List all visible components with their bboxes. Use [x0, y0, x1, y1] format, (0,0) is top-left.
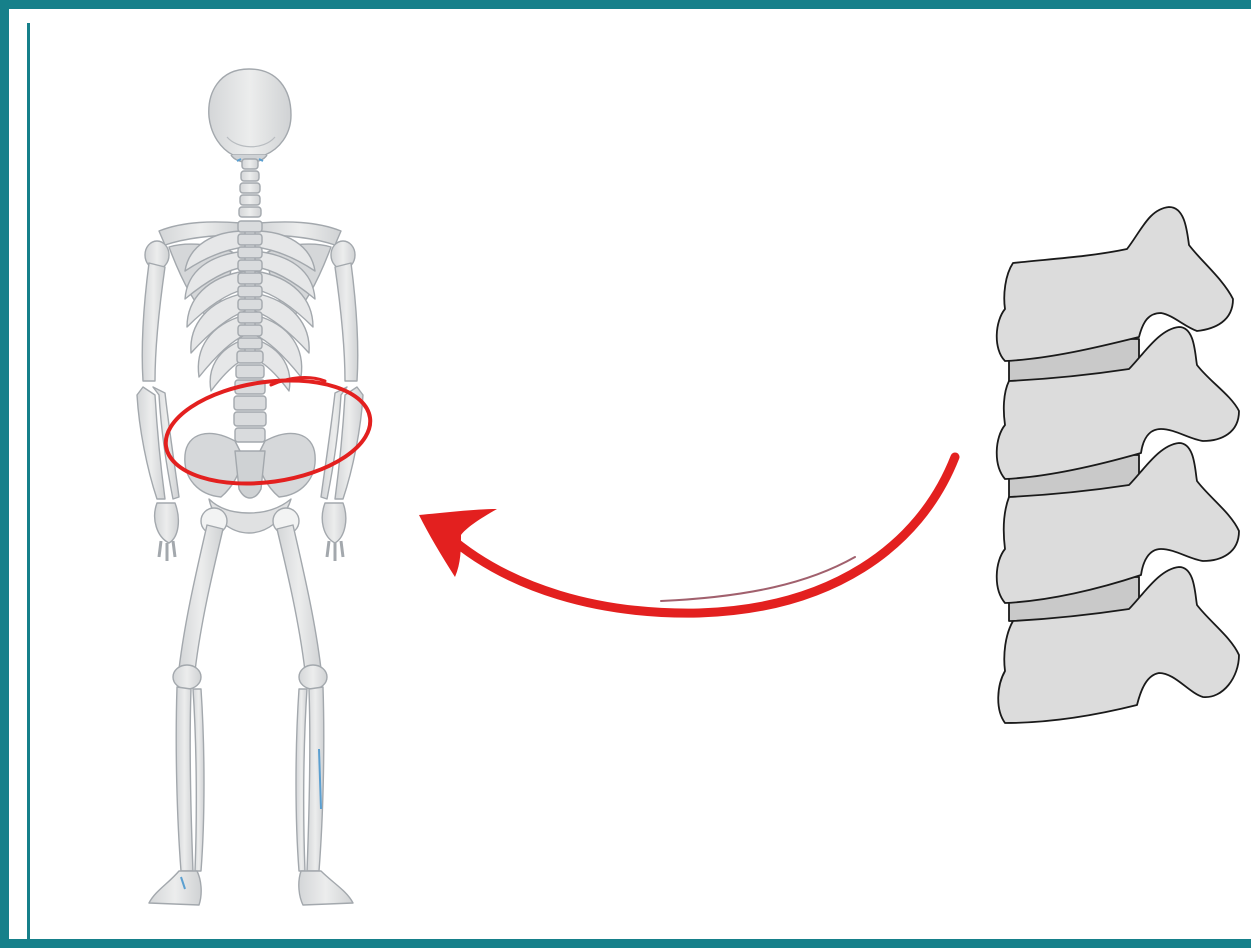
thoracic-lumbar-spine	[234, 221, 266, 442]
left-leg	[149, 525, 223, 905]
lumbar-vertebrae	[997, 207, 1239, 723]
arrow-shaft	[447, 457, 955, 613]
skeleton	[137, 69, 363, 905]
right-leg	[277, 525, 353, 905]
right-arm	[321, 241, 363, 561]
cervical-spine	[237, 159, 263, 217]
arrow-shaft-highlight	[661, 557, 855, 601]
diagram-canvas	[9, 9, 1251, 948]
vertebra-1	[997, 207, 1233, 361]
curved-arrow	[419, 457, 955, 613]
left-arm	[137, 241, 179, 561]
skull	[209, 69, 291, 163]
